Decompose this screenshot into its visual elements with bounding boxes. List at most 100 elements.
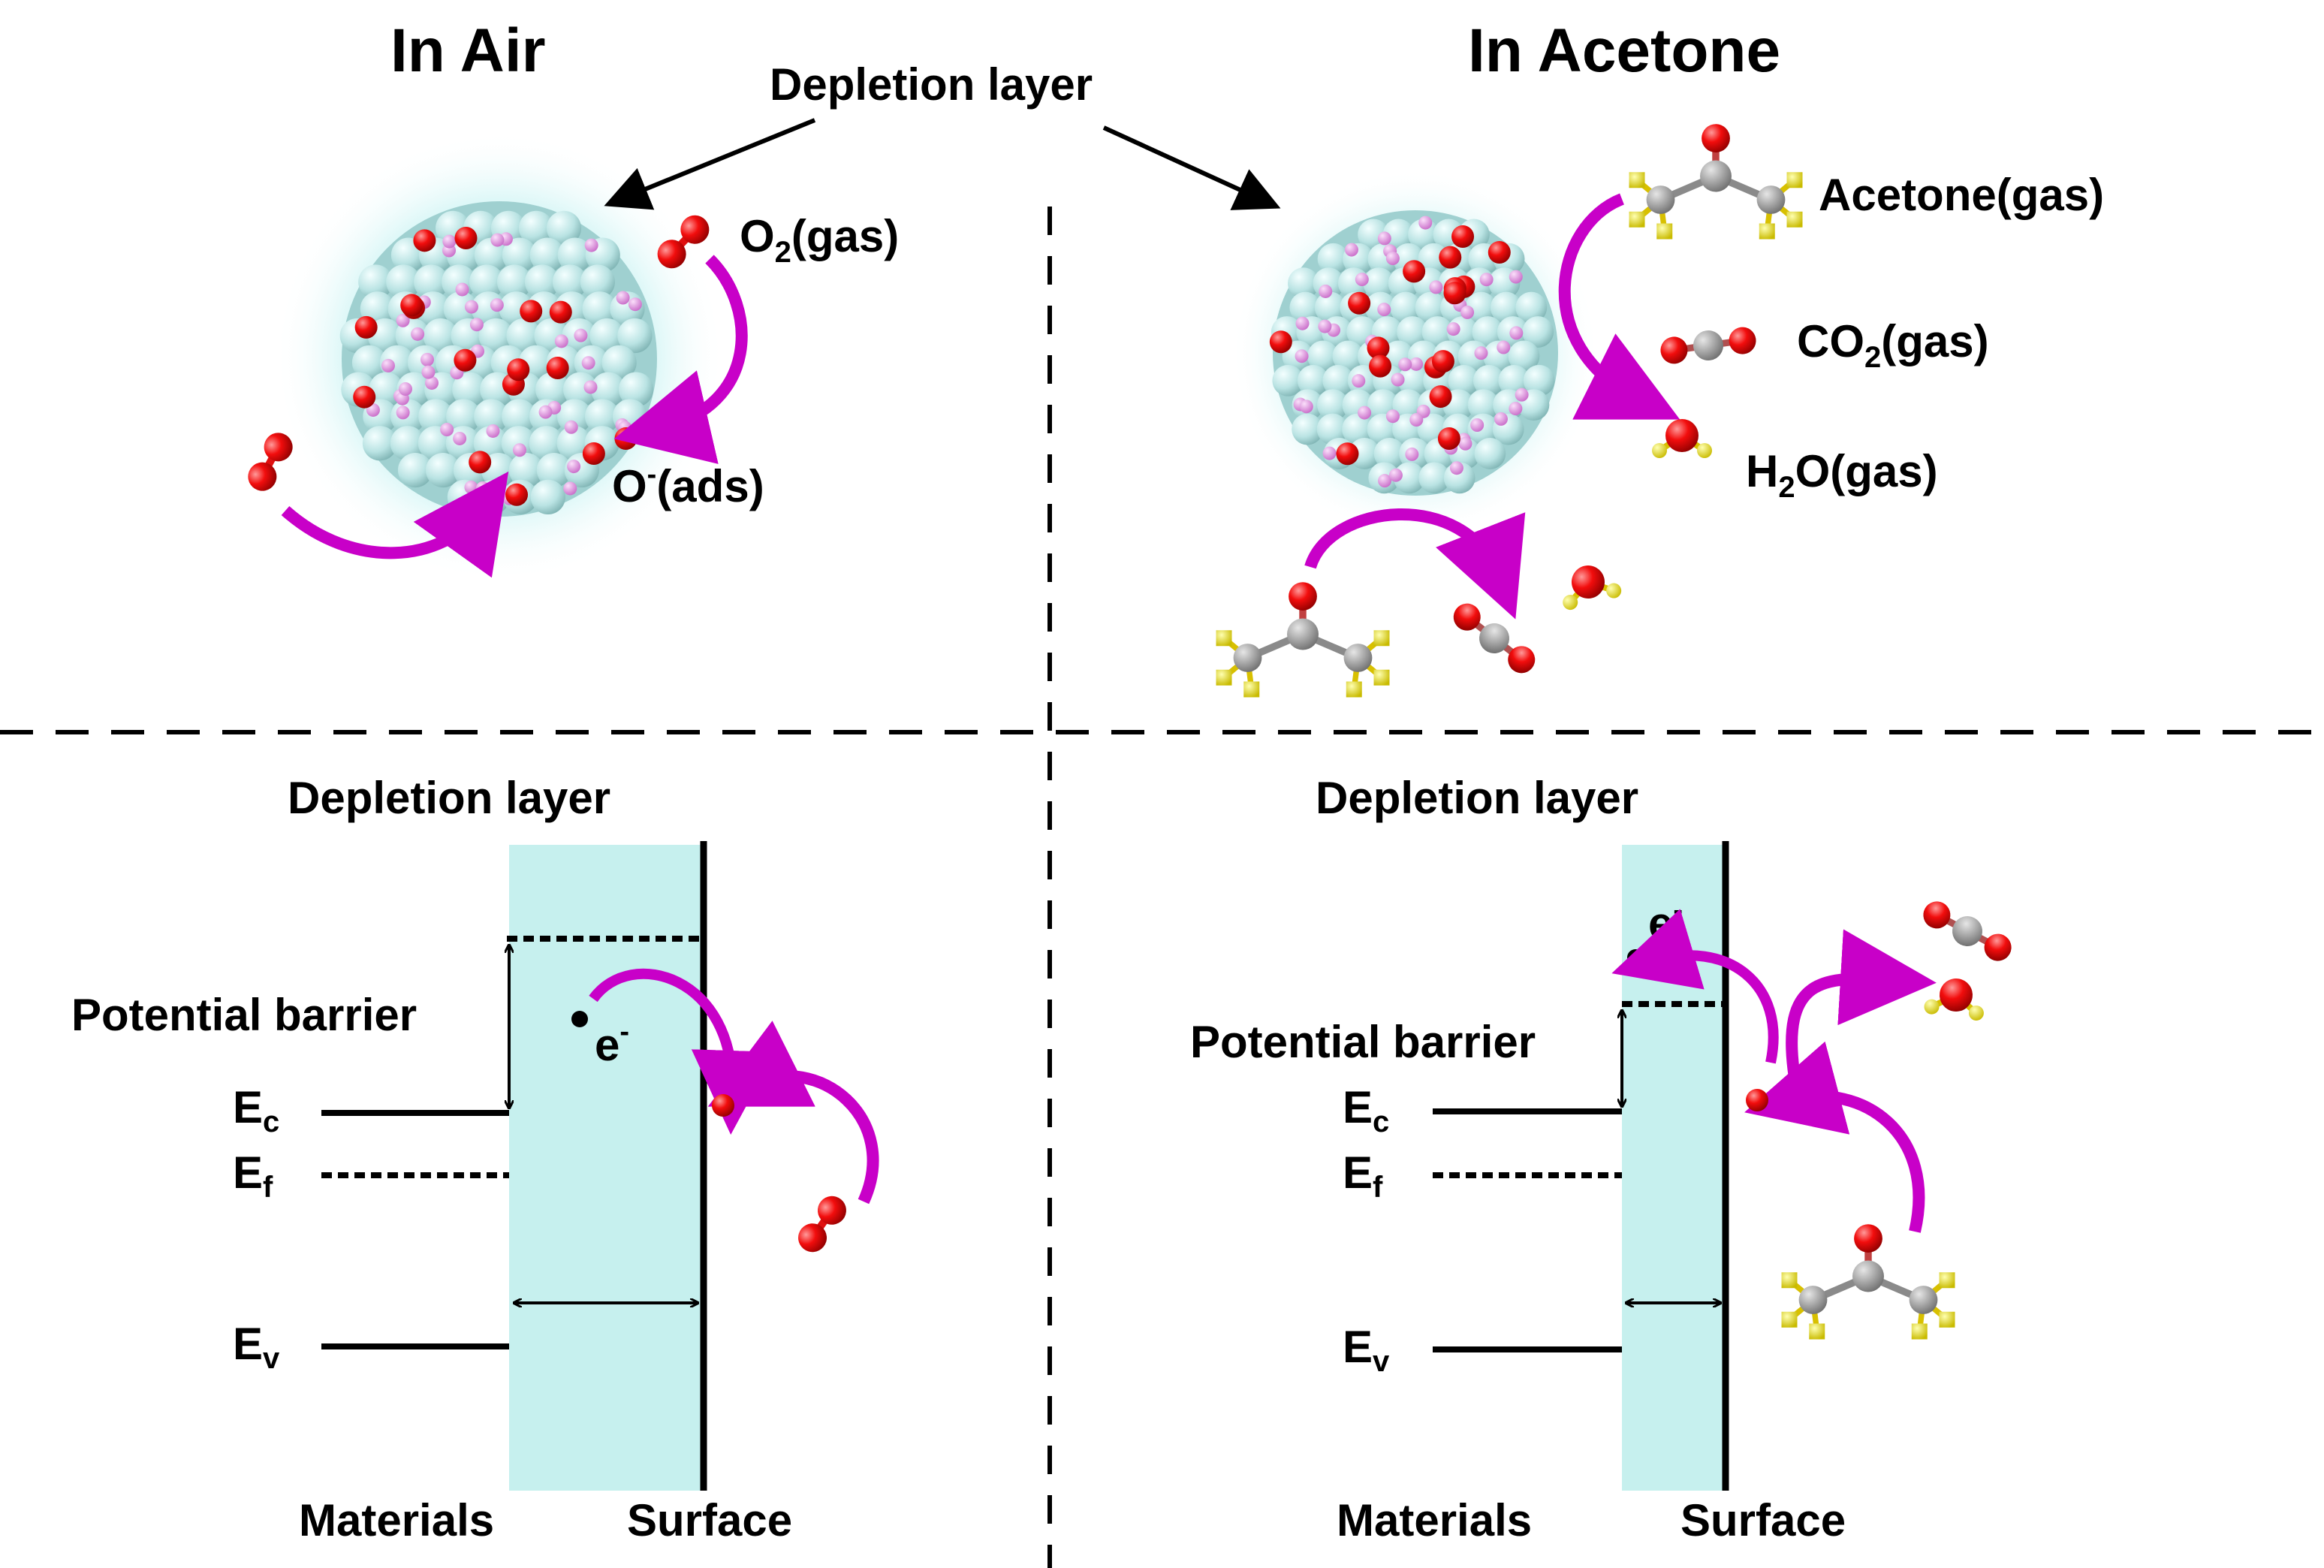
band-diagram-acetone: Depletion layer Potential barrier Ec Ef … xyxy=(1190,773,2017,1545)
sphere-bead xyxy=(1472,316,1504,348)
ec-label: Ec xyxy=(233,1082,279,1138)
sphere-bead xyxy=(390,426,426,461)
sphere-bead xyxy=(584,399,620,434)
sphere-bead xyxy=(1448,364,1480,397)
oxygen-atom xyxy=(505,483,529,506)
oxygen-atom xyxy=(1439,246,1462,269)
sphere-bead xyxy=(502,237,537,273)
dopant-atom xyxy=(564,420,578,434)
potential-barrier-label: Potential barrier xyxy=(71,990,417,1040)
oxygen-atom xyxy=(413,229,436,252)
oxygen-atom xyxy=(353,385,376,409)
dopant-atom xyxy=(1460,305,1475,319)
oxygen-atom xyxy=(454,226,478,249)
sphere-bead xyxy=(508,452,544,488)
acetone-gas-label: Acetone(gas) xyxy=(1819,170,2104,220)
dopant-atom xyxy=(1405,447,1419,461)
dopant-atom xyxy=(512,443,526,457)
dopant-atom xyxy=(1295,316,1310,330)
oxygen-atom xyxy=(1369,354,1392,378)
oxygen-atom xyxy=(454,348,477,372)
dopant-atom xyxy=(453,431,467,445)
sphere-bead xyxy=(530,479,565,514)
sphere-bead xyxy=(1421,316,1454,348)
sphere-bead xyxy=(1349,438,1381,469)
surface-label: Surface xyxy=(627,1495,792,1545)
dopant-atom xyxy=(1352,374,1366,388)
dopant-atom xyxy=(1409,357,1424,371)
dopant-atom xyxy=(440,423,454,437)
sphere-bead xyxy=(351,345,387,380)
adsorbed-oxygen-icon xyxy=(712,1094,734,1117)
sphere-bead xyxy=(1317,243,1349,275)
oxygen-atom xyxy=(614,427,638,451)
dopant-atom xyxy=(1409,413,1424,427)
sphere-bead xyxy=(1408,219,1439,251)
acetone-molecule-icon xyxy=(1782,1224,1955,1339)
sphere-bead xyxy=(1415,291,1447,324)
h2o-molecule-icon xyxy=(1923,975,1988,1022)
in-acetone-title: In Acetone xyxy=(1468,17,1780,85)
electron-dot xyxy=(1627,949,1644,966)
dopant-atom xyxy=(1479,273,1494,287)
co2-gas-label: CO2(gas) xyxy=(1797,316,1989,374)
dopant-atom xyxy=(1378,474,1392,488)
dopant-atom xyxy=(1470,418,1485,433)
dopant-atom xyxy=(1355,273,1369,287)
dopant-atom xyxy=(1388,468,1403,482)
product-arrow xyxy=(1786,929,1937,1079)
sphere-bead xyxy=(1322,364,1355,397)
dopant-atom xyxy=(396,313,410,327)
sphere-bead xyxy=(496,264,532,300)
dopant-atom xyxy=(1509,402,1523,416)
depletion-region xyxy=(1622,845,1725,1491)
sphere-bead xyxy=(557,237,592,273)
dopant-atom xyxy=(1494,412,1508,426)
sphere-bead xyxy=(1332,340,1364,372)
dopant-atom xyxy=(477,496,491,511)
dopant-atom xyxy=(490,298,504,312)
electron-release-arrow xyxy=(1611,909,1779,1064)
dopant-atom xyxy=(628,297,642,312)
sphere-bead xyxy=(1490,291,1522,324)
dopant-atom xyxy=(399,381,413,396)
dopant-atom xyxy=(1299,400,1313,414)
sphere-bead xyxy=(469,264,505,300)
sphere-bead xyxy=(1307,340,1339,372)
sphere-bead xyxy=(1363,267,1395,300)
dopant-atom xyxy=(486,424,500,438)
sphere-bead xyxy=(589,318,625,354)
reaction-arrow xyxy=(1304,508,1526,620)
oxygen-atom xyxy=(1269,330,1292,354)
oxygen-atom xyxy=(469,451,492,474)
h2o-gas-label: H2O(gas) xyxy=(1746,446,1938,504)
dopant-atom xyxy=(475,481,490,495)
oxygen-atom xyxy=(1437,427,1460,451)
electron-dot xyxy=(571,1011,588,1027)
depletion-layer-label: Depletion layer xyxy=(770,59,1093,110)
oxygen-atom xyxy=(1443,282,1466,305)
sphere-bead xyxy=(386,264,421,300)
oxygen-atom xyxy=(1403,260,1426,283)
sphere-bead xyxy=(1297,364,1329,397)
sphere-bead xyxy=(1523,364,1555,397)
sphere-bead xyxy=(1382,219,1415,251)
o2-gas-label: O2(gas) xyxy=(740,211,899,269)
sphere-bead xyxy=(535,372,571,407)
sphere-bead xyxy=(1392,389,1424,421)
materials-label: Materials xyxy=(1337,1495,1532,1545)
sphere-bead xyxy=(1272,364,1304,397)
sphere-bead xyxy=(443,291,478,327)
sphere-bead xyxy=(1515,291,1548,324)
sphere-bead xyxy=(1342,413,1373,445)
dopant-atom xyxy=(1391,372,1405,387)
sphere-bead xyxy=(1467,389,1500,421)
sphere-bead xyxy=(506,318,541,354)
sphere-bead xyxy=(1316,413,1349,445)
sphere-bead xyxy=(362,426,398,461)
sphere-bead xyxy=(358,264,393,300)
oxygen-atom xyxy=(354,315,378,339)
sphere-bead xyxy=(414,264,449,300)
dopant-atom xyxy=(1319,284,1333,298)
